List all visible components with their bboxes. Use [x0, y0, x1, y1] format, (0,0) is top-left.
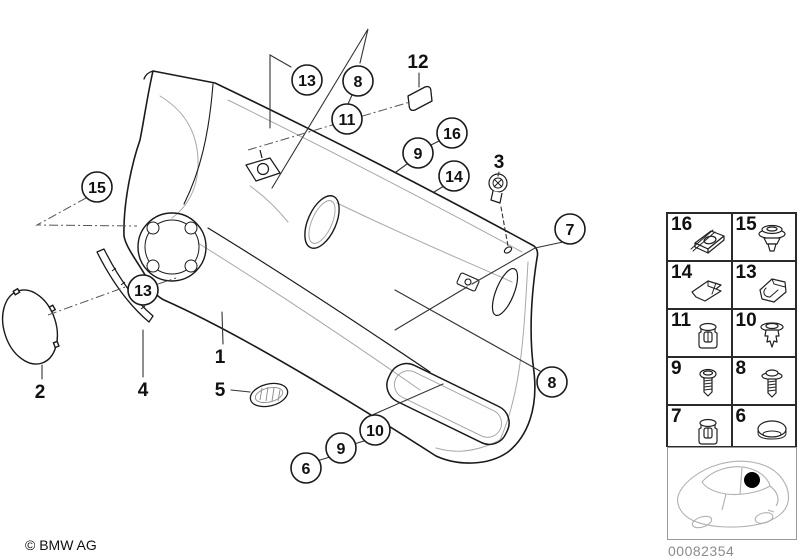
callout-label: 2: [35, 382, 46, 403]
fastener-legend-table: 16 15 14 13 11 10 9 8 7 6: [666, 212, 797, 453]
copyright-text: © BMW AG: [25, 537, 97, 553]
legend-cell-11: 11: [667, 309, 732, 357]
callout-label: 12: [407, 52, 428, 73]
legend-cell-9: 9: [667, 357, 732, 405]
front-door-location-dot: [744, 472, 760, 488]
car-rear-three-quarter-icon: [677, 460, 790, 529]
callout-5: 5: [215, 380, 226, 401]
legend-number: 11: [671, 310, 692, 331]
retaining-clip-icon: [752, 270, 792, 306]
sheet-metal-nut-icon: [688, 222, 728, 258]
legend-number: 13: [735, 262, 757, 283]
callout-label: 9: [414, 146, 423, 163]
callout-label: 5: [215, 380, 226, 401]
callout-label: 10: [366, 423, 384, 440]
callout-8: 8: [536, 366, 568, 398]
callout-label: 13: [298, 73, 316, 90]
callout-10: 10: [359, 414, 391, 446]
callout-label: 8: [548, 375, 557, 392]
screw-icon: [688, 366, 728, 402]
legend-cell-8: 8: [731, 357, 796, 405]
car-position-inset: [667, 447, 797, 540]
door-trim-panel-outline: [123, 70, 539, 464]
callout-label: 9: [337, 441, 346, 458]
legend-cell-16: 16: [667, 213, 732, 261]
callout-9: 9: [325, 432, 357, 464]
callout-label: 8: [354, 74, 363, 91]
callout-label: 4: [138, 380, 149, 401]
legend-number: 15: [735, 214, 757, 235]
callout-label: 16: [443, 126, 461, 143]
bracket-clip-icon: [688, 270, 728, 306]
pin-rivet-icon: [752, 318, 792, 354]
door-panel-interior-lines: [159, 83, 529, 452]
callout-9: 9: [402, 137, 434, 169]
callout-12: 12: [407, 52, 428, 73]
legend-cell-13: 13: [731, 261, 796, 309]
expanding-rivet-icon: [752, 222, 792, 258]
callout-13: 13: [127, 274, 159, 306]
callout-15: 15: [81, 171, 113, 203]
callout-16: 16: [436, 117, 468, 149]
legend-number: 14: [671, 262, 693, 283]
callout-4: 4: [138, 380, 149, 401]
legend-number: 8: [735, 358, 747, 379]
callout-1: 1: [215, 347, 226, 368]
armrest-bin-cutout: [386, 362, 510, 446]
door-opener-recess: [304, 195, 340, 249]
legend-cell-15: 15: [731, 213, 796, 261]
diagram-number: 00082354: [668, 543, 735, 559]
expanding-plug-icon: [688, 414, 728, 450]
callout-label: 1: [215, 347, 226, 368]
legend-number: 16: [671, 214, 693, 235]
callout-label: 13: [134, 283, 152, 300]
callout-2: 2: [35, 382, 46, 403]
callout-6: 6: [290, 452, 322, 484]
callout-14: 14: [438, 160, 470, 192]
speaker-opening: [137, 212, 207, 282]
callout-3: 3: [494, 152, 505, 173]
callout-8: 8: [342, 65, 374, 97]
leader-lines: [41, 28, 564, 461]
callout-label: 14: [445, 169, 463, 186]
legend-cell-6: 6: [731, 405, 796, 453]
cover-cap-part12: [407, 85, 433, 112]
legend-cell-7: 7: [667, 405, 732, 453]
callout-label: 7: [566, 222, 575, 239]
callout-13: 13: [291, 64, 323, 96]
lock-knob-bezel: [245, 149, 281, 182]
legend-number: 10: [735, 310, 757, 331]
legend-cell-10: 10: [731, 309, 796, 357]
callout-11: 11: [331, 103, 363, 135]
legend-cell-14: 14: [667, 261, 732, 309]
legend-number: 6: [735, 406, 747, 427]
callout-label: 15: [88, 180, 106, 197]
rear-slot-opening: [491, 267, 519, 317]
callout-label: 3: [494, 152, 505, 173]
legend-number: 7: [671, 406, 682, 427]
screw-washer-icon: [752, 366, 792, 402]
mounting-hole: [503, 246, 513, 254]
speaker-cover-part2: [1, 287, 60, 365]
cover-cap-icon: [752, 414, 792, 450]
legend-number: 9: [671, 358, 682, 379]
lens-part5: [249, 382, 289, 408]
callout-label: 11: [339, 112, 356, 129]
screw-part3: [488, 173, 508, 204]
callout-7: 7: [554, 213, 586, 245]
expanding-plug-icon: [688, 318, 728, 354]
axis-dash-dot-lines: [35, 101, 411, 316]
callout-label: 6: [302, 461, 311, 478]
